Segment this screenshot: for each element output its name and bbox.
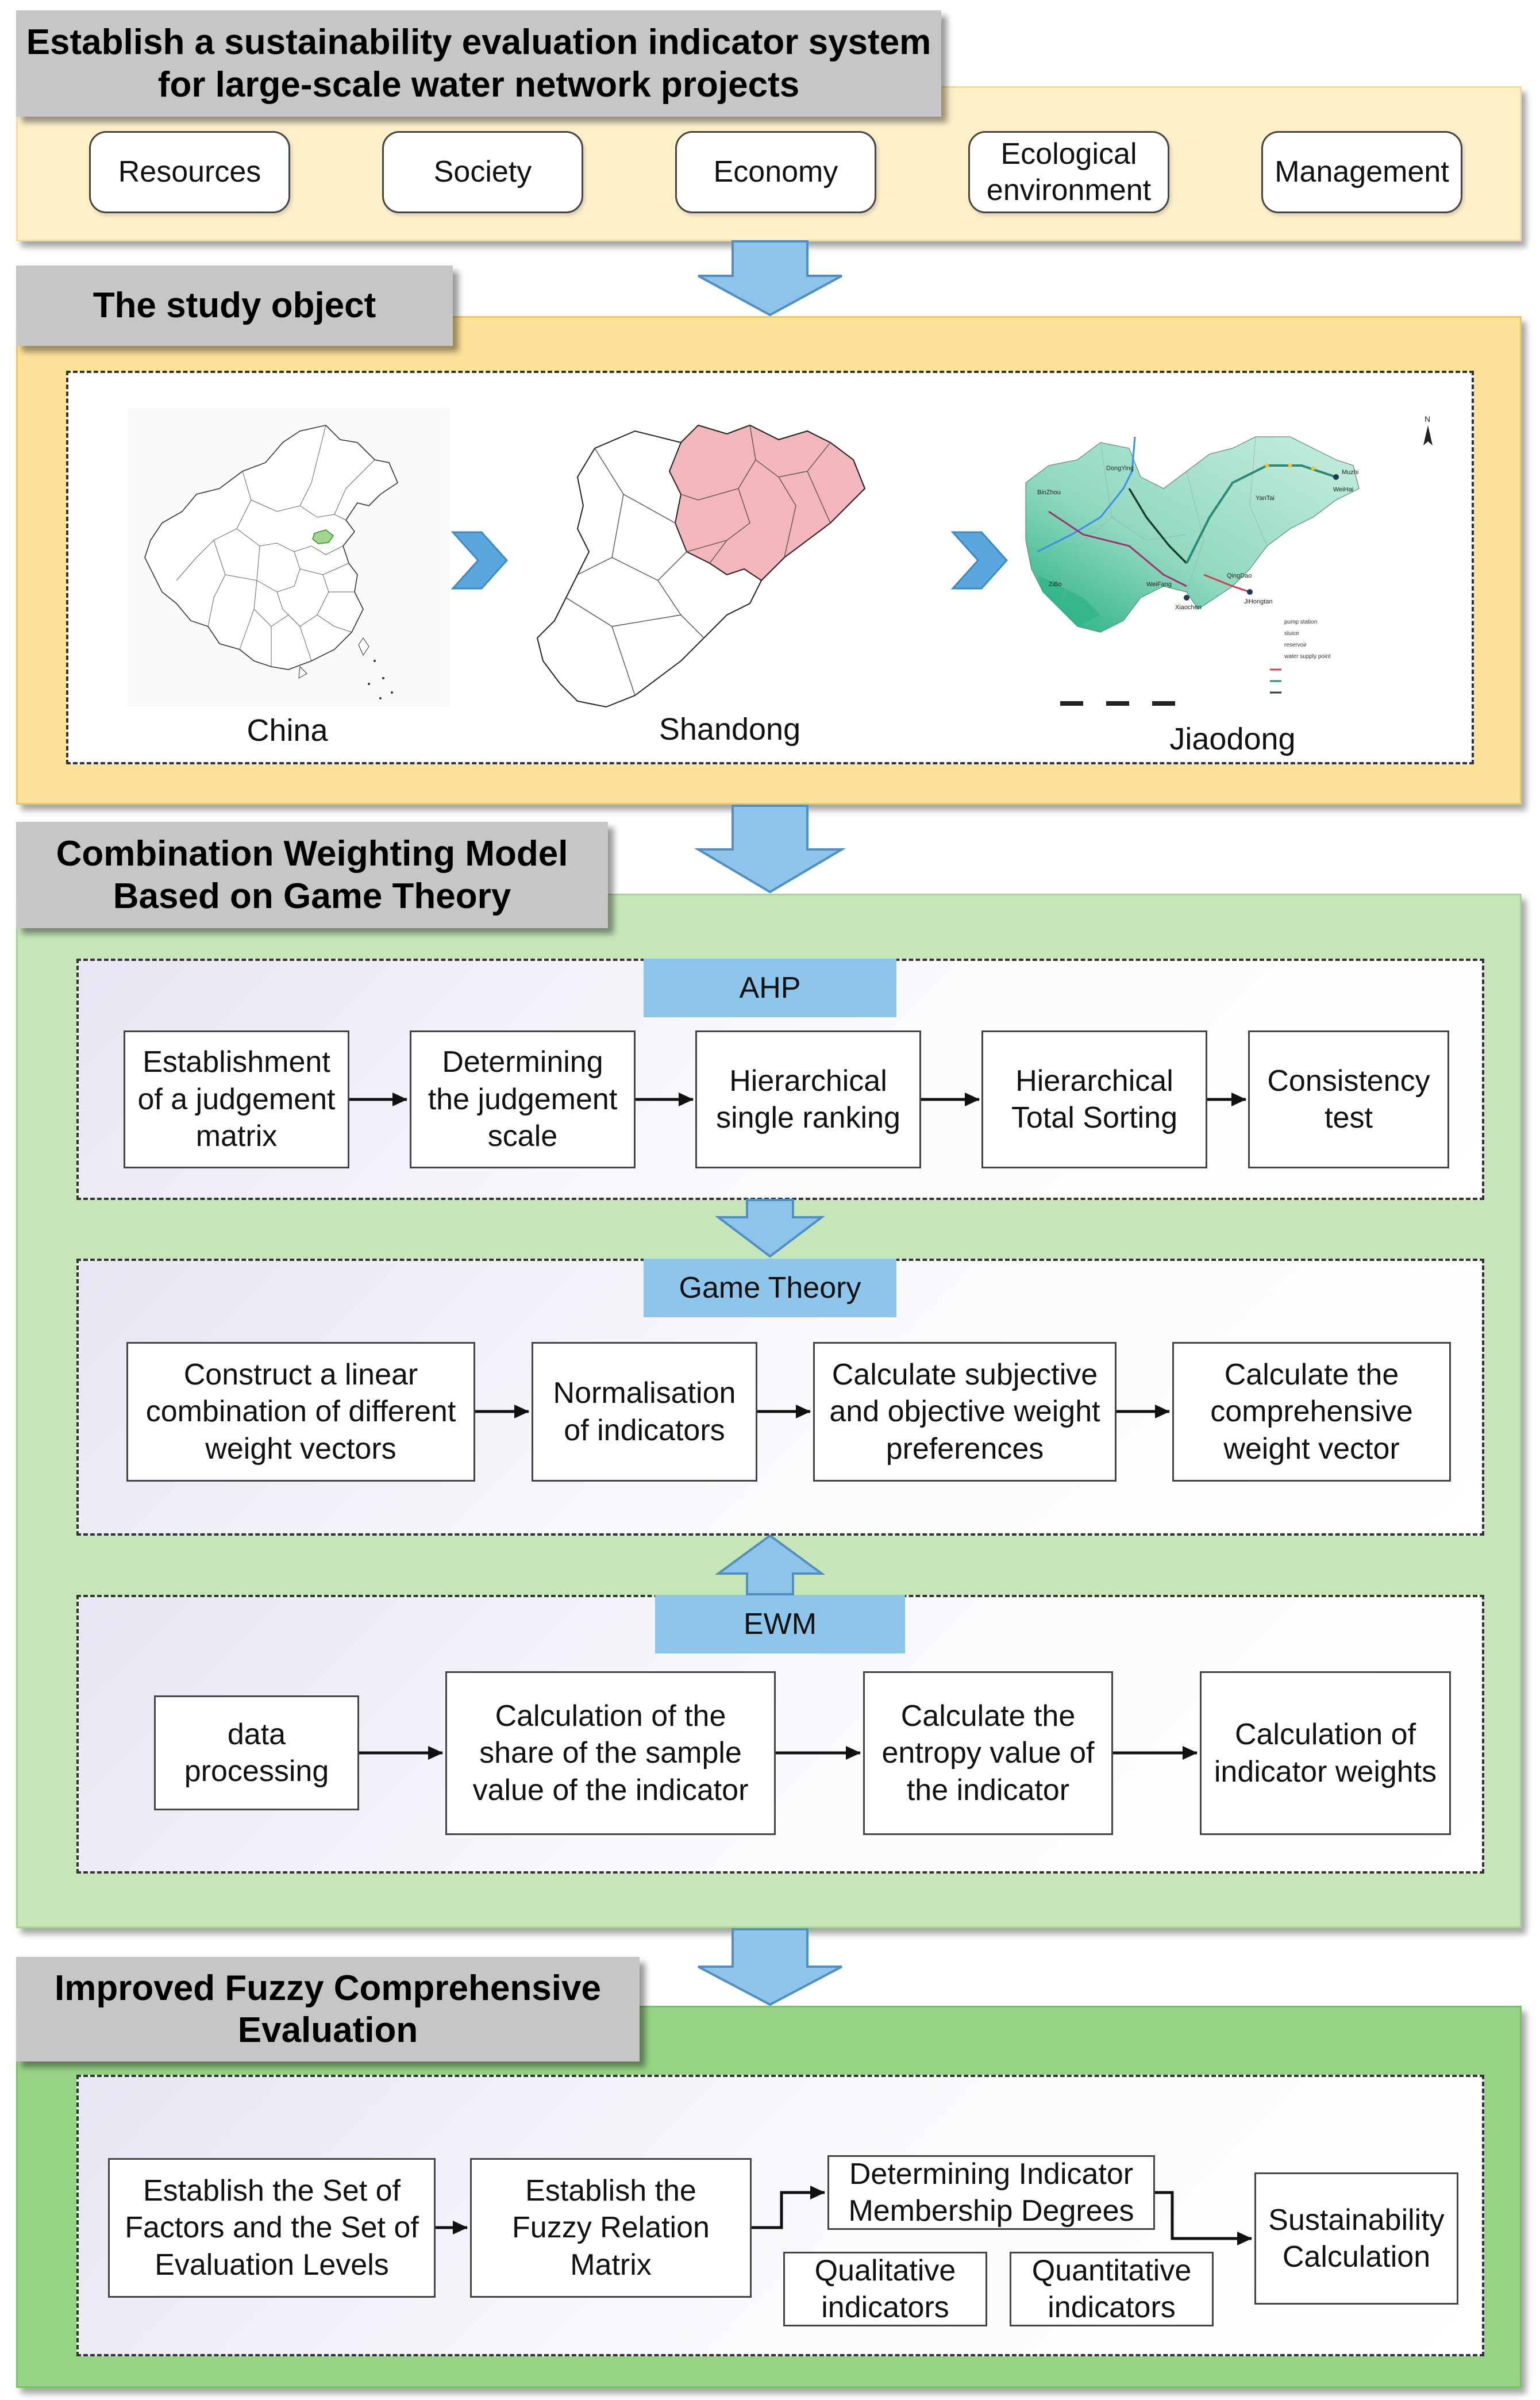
svg-text:water supply point: water supply point — [1284, 653, 1331, 660]
china-map — [128, 408, 449, 707]
fuzzy-step-sustainability-calculation: Sustainability Calculation — [1254, 2172, 1458, 2305]
svg-text:WeiFang: WeiFang — [1146, 581, 1172, 588]
ahp-step-consistency-test: Consistency test — [1248, 1030, 1449, 1168]
svg-text:QingDao: QingDao — [1227, 572, 1252, 579]
jiaodong-map: BinZhou DongYing ZiBo WeiFang QingDao YanTa… — [1025, 414, 1433, 706]
ewm-step-entropy-value: Calculate the entropy value of the indic… — [863, 1671, 1113, 1835]
indicator-society: Society — [382, 131, 583, 213]
china-caption: China — [247, 713, 328, 748]
indicator-resources: Resources — [89, 131, 290, 213]
svg-text:YanTai: YanTai — [1256, 495, 1275, 502]
svg-text:BinZhou: BinZhou — [1037, 489, 1061, 496]
down-arrow-icon — [698, 240, 842, 317]
svg-text:Muzhi: Muzhi — [1342, 469, 1358, 476]
fuzzy-step-relation-matrix: Establish the Fuzzy Relation Matrix — [470, 2158, 752, 2298]
ewm-step-sample-share: Calculation of the share of the sample v… — [445, 1671, 776, 1835]
game-step-comprehensive-weight: Calculate the comprehensive weight vecto… — [1172, 1342, 1451, 1482]
fuzzy-step-qualitative-indicators: Qualitative indicators — [783, 2252, 987, 2326]
ahp-step-judgement-scale: Determining the judgement scale — [410, 1030, 636, 1168]
jiaodong-caption: Jiaodong — [1169, 722, 1296, 756]
svg-text:sluice: sluice — [1284, 630, 1299, 637]
up-arrow-icon — [714, 1534, 826, 1595]
svg-text:WeiHai: WeiHai — [1333, 486, 1353, 493]
down-arrow-icon — [715, 1199, 825, 1258]
fuzzy-step-quantitative-indicators: Quantitative indicators — [1010, 2252, 1214, 2326]
indicator-economy: Economy — [675, 131, 876, 213]
game-theory-title: Combination Weighting Model Based on Gam… — [16, 822, 608, 928]
game-step-normalisation: Normalisation of indicators — [532, 1342, 757, 1482]
study-object-title: The study object — [16, 266, 453, 346]
indicator-ecological-environment: Ecological environment — [968, 131, 1169, 213]
svg-text:Xiaochen: Xiaochen — [1175, 604, 1202, 611]
chevron-right-icon — [451, 531, 509, 590]
svg-text:DongYing: DongYing — [1106, 465, 1134, 472]
ahp-step-total-sorting: Hierarchical Total Sorting — [981, 1030, 1207, 1168]
ewm-tag: EWM — [655, 1595, 905, 1653]
ewm-step-data-processing: data processing — [154, 1695, 359, 1810]
game-step-linear-combination: Construct a linear combination of differ… — [126, 1342, 475, 1482]
chevron-right-icon — [950, 531, 1008, 590]
down-arrow-icon — [698, 1928, 842, 2006]
indicator-system-title: Establish a sustainability evaluation in… — [16, 10, 941, 117]
ahp-step-single-ranking: Hierarchical single ranking — [695, 1030, 921, 1168]
svg-text:reservoir: reservoir — [1284, 642, 1307, 648]
fuzzy-step-membership-degrees: Determining Indicator Membership Degrees — [827, 2155, 1155, 2230]
indicator-management: Management — [1261, 131, 1462, 213]
ewm-step-indicator-weights: Calculation of indicator weights — [1200, 1671, 1451, 1835]
game-theory-tag: Game Theory — [644, 1259, 896, 1317]
svg-text:pump station: pump station — [1284, 619, 1317, 625]
svg-text:JiHongtan: JiHongtan — [1244, 598, 1273, 605]
svg-text:N: N — [1424, 414, 1430, 424]
shandong-caption: Shandong — [659, 712, 801, 747]
ahp-step-judgement-matrix: Establishment of a judgement matrix — [124, 1030, 349, 1168]
svg-text:ZiBo: ZiBo — [1049, 581, 1062, 588]
down-arrow-icon — [694, 805, 846, 894]
fuzzy-evaluation-title: Improved Fuzzy Comprehensive Evaluation — [16, 1957, 640, 2061]
shandong-map — [509, 408, 934, 718]
ahp-tag: AHP — [644, 959, 896, 1017]
fuzzy-step-factor-sets: Establish the Set of Factors and the Set… — [108, 2158, 436, 2298]
game-step-weight-preferences: Calculate subjective and objective weigh… — [813, 1342, 1116, 1482]
